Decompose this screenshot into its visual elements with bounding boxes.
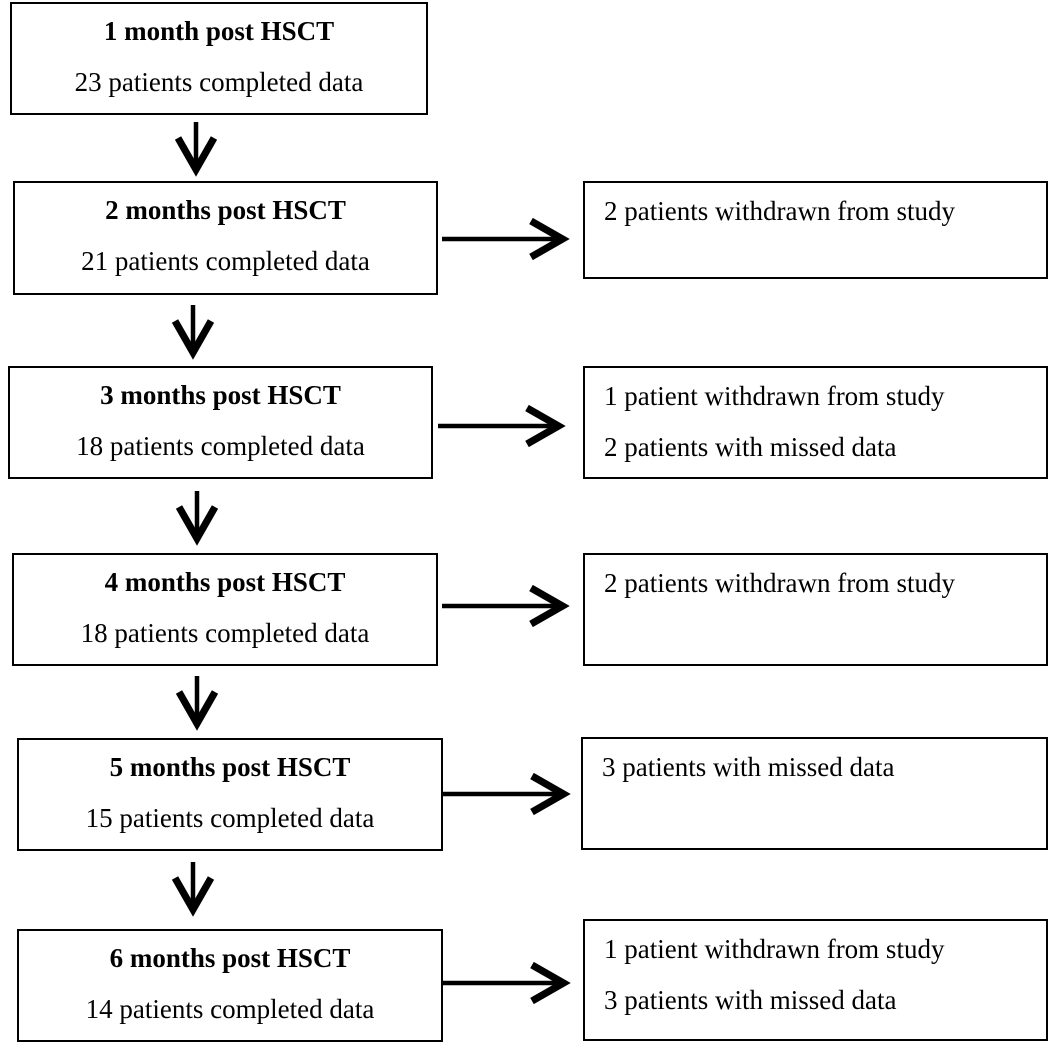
stage-title: 2 months post HSCT [105, 195, 346, 225]
stage-count: 15 patients completed data [85, 803, 375, 833]
stage-title: 6 months post HSCT [109, 943, 351, 973]
stage-title: 3 months post HSCT [100, 380, 341, 410]
stage-box-4-months: 4 months post HSCT 18 patients completed… [12, 553, 438, 666]
outcome-line: 3 patients with missed data [602, 752, 895, 782]
outcome-line: 2 patients with missed data [604, 432, 897, 462]
stage-box-1-month: 1 month post HSCT 23 patients completed … [10, 2, 428, 115]
outcome-box-3-months: 1 patient withdrawn from study 2 patient… [583, 366, 1048, 479]
stage-count: 14 patients completed data [85, 994, 375, 1024]
stage-box-2-months: 2 months post HSCT 21 patients completed… [13, 181, 438, 295]
outcome-box-5-months: 3 patients with missed data [581, 737, 1048, 850]
stage-box-5-months: 5 months post HSCT 15 patients completed… [17, 738, 443, 851]
stage-count: 23 patients completed data [74, 67, 364, 97]
stage-count: 18 patients completed data [76, 431, 365, 461]
stage-title: 4 months post HSCT [104, 567, 346, 597]
outcome-box-2-months: 2 patients withdrawn from study [583, 181, 1048, 279]
stage-title: 5 months post HSCT [109, 752, 351, 782]
outcome-line: 2 patients withdrawn from study [604, 568, 955, 598]
outcome-line: 2 patients withdrawn from study [604, 196, 955, 226]
outcome-line: 3 patients with missed data [604, 985, 897, 1015]
outcome-box-6-months: 1 patient withdrawn from study 3 patient… [583, 919, 1048, 1041]
stage-box-3-months: 3 months post HSCT 18 patients completed… [8, 366, 433, 479]
stage-box-6-months: 6 months post HSCT 14 patients completed… [17, 929, 443, 1042]
stage-count: 21 patients completed data [81, 246, 370, 276]
outcome-line: 1 patient withdrawn from study [604, 934, 945, 964]
stage-count: 18 patients completed data [80, 618, 370, 648]
stage-title: 1 month post HSCT [103, 16, 335, 46]
outcome-line: 1 patient withdrawn from study [604, 381, 945, 411]
outcome-box-4-months: 2 patients withdrawn from study [583, 553, 1048, 666]
